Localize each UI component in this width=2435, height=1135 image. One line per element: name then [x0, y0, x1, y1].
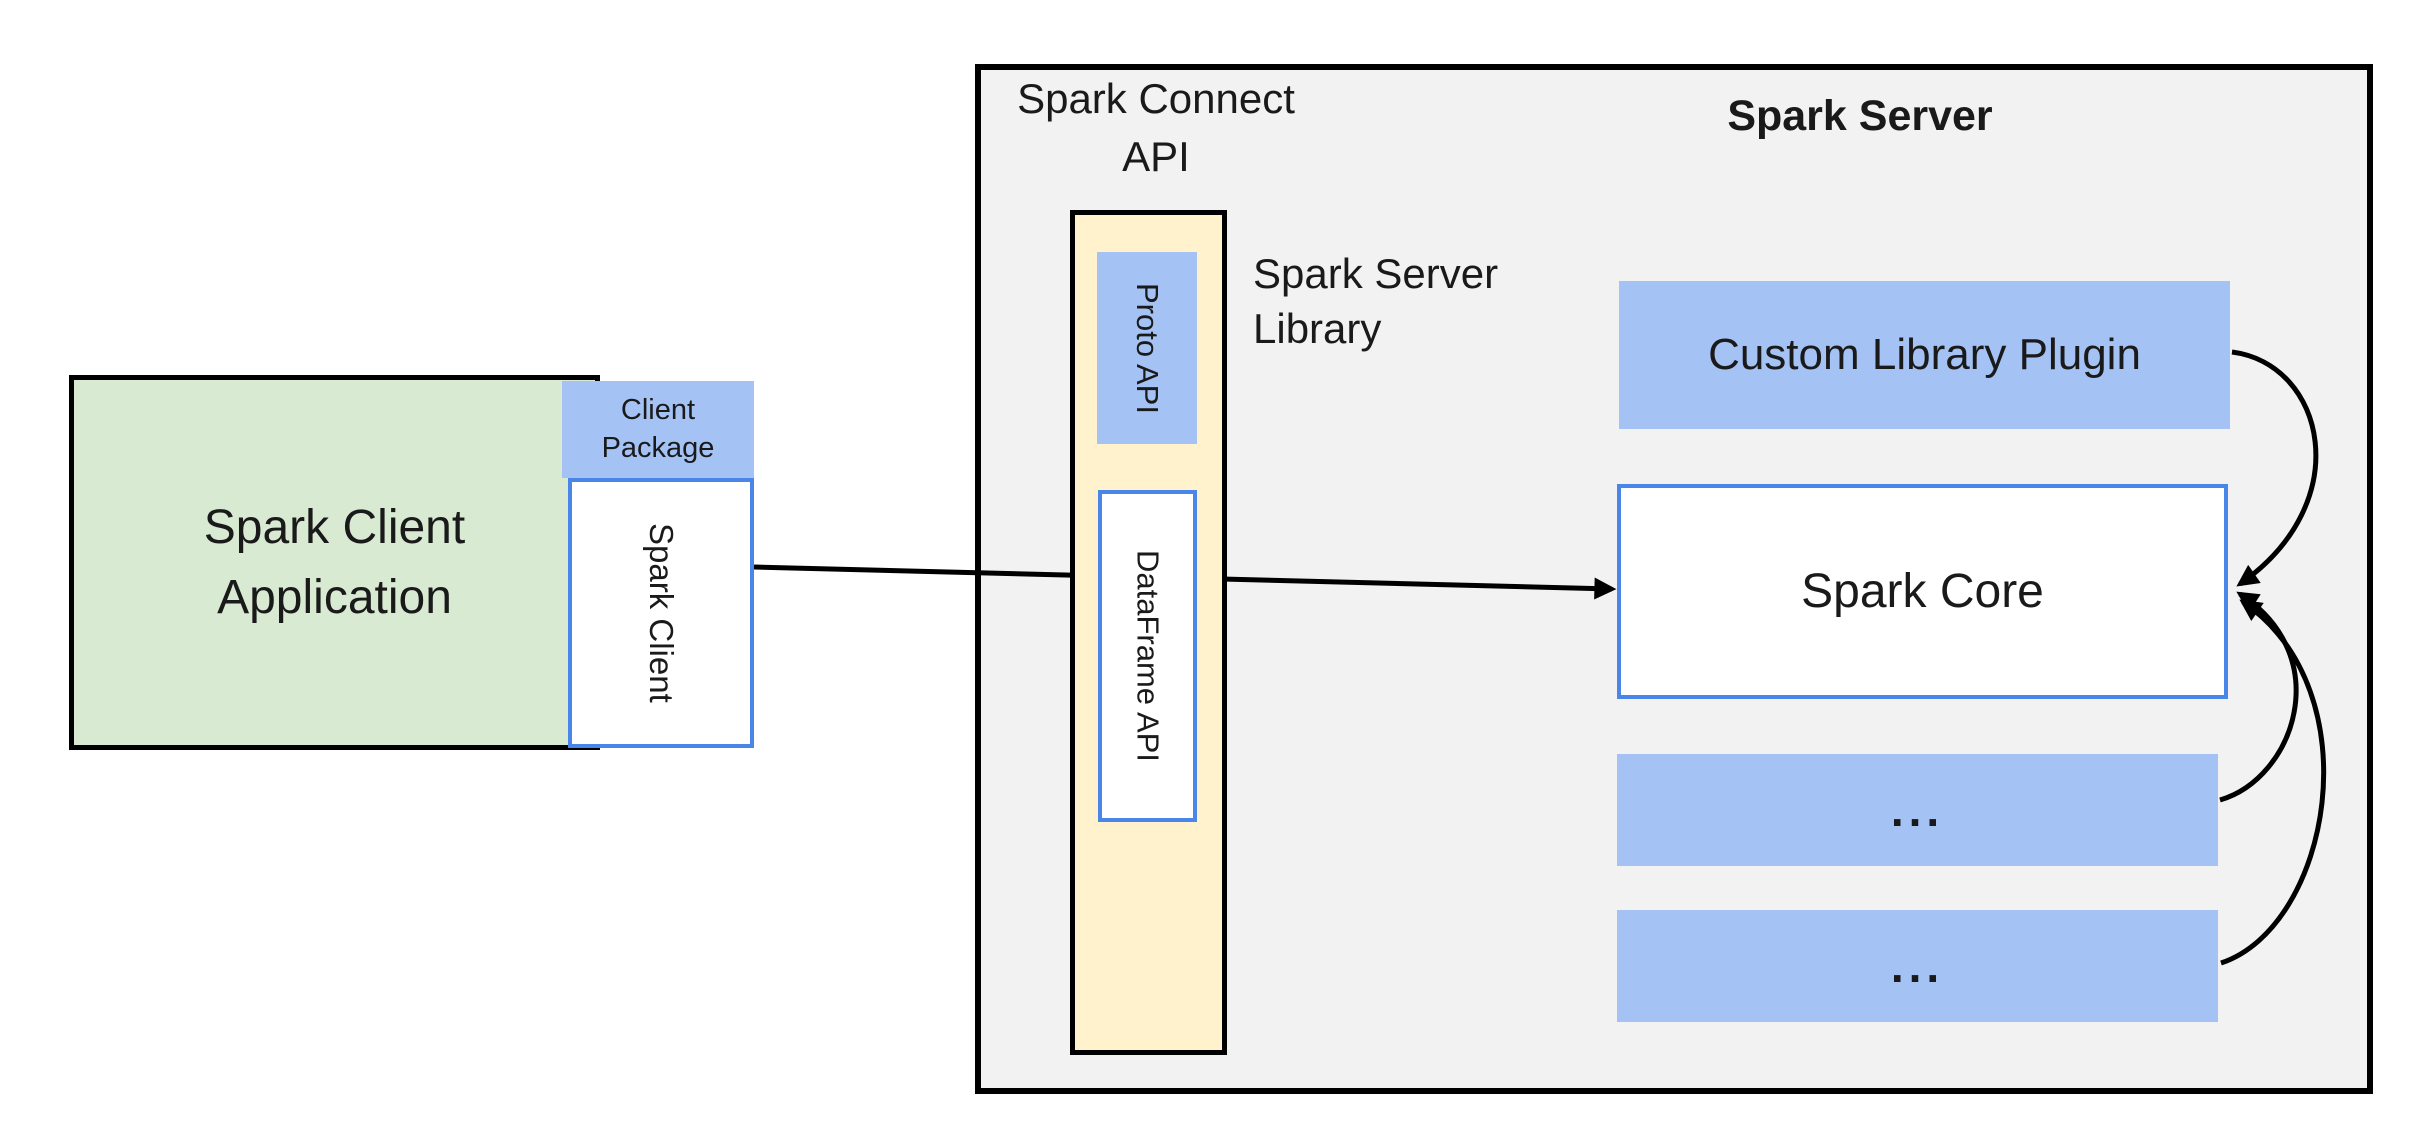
proto-api-box: Proto API — [1097, 252, 1197, 444]
spark-client-application-label: Spark Client Application — [203, 500, 466, 624]
dataframe-api-label: DataFrame API — [1130, 550, 1166, 762]
custom-library-plugin-box: Custom Library Plugin — [1619, 281, 2230, 429]
plugin-placeholder-box-2: ... — [1617, 910, 2218, 1022]
spark-core-label: Spark Core — [1801, 565, 2044, 618]
spark-connect-api-label: Spark Connect API — [1017, 75, 1295, 180]
plugin-placeholder-label-1: ... — [1890, 784, 1945, 836]
dataframe-api-box: DataFrame API — [1098, 490, 1197, 822]
custom-library-plugin-label: Custom Library Plugin — [1708, 330, 2141, 379]
plugin-placeholder-box-1: ... — [1617, 754, 2218, 866]
spark-client-box: Spark Client — [568, 478, 754, 748]
spark-server-library-label: Spark Server Library — [1253, 250, 1499, 353]
proto-api-label: Proto API — [1130, 282, 1165, 414]
client-package-box: Client Package — [562, 381, 754, 478]
spark-client-application-box: Spark Client Application — [69, 375, 600, 750]
plugin-placeholder-label-2: ... — [1890, 940, 1945, 992]
spark-core-box: Spark Core — [1617, 484, 2228, 699]
spark-client-label: Spark Client — [643, 523, 680, 703]
client-package-label: Client Package — [601, 393, 715, 464]
spark-server-title: Spark Server — [1727, 92, 1993, 140]
